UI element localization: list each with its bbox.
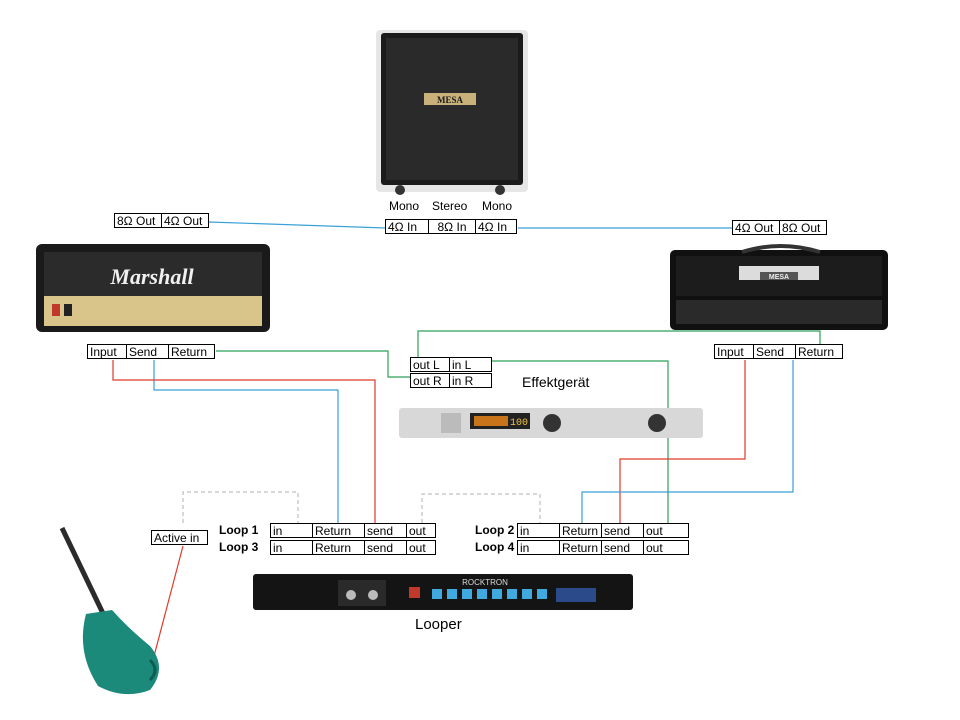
marshall-input-jack[interactable]: Input <box>87 344 127 359</box>
cable-marshall-send <box>153 360 339 523</box>
loop1-return[interactable]: Return <box>312 523 365 538</box>
effects-unit: 100 <box>399 408 703 438</box>
loop4-jacks: in Return send out <box>517 540 689 556</box>
loop1-jacks: in Return send out <box>270 523 436 539</box>
fx-jacks-row2: out R in R <box>410 373 492 389</box>
loop4-send[interactable]: send <box>601 540 644 555</box>
looper-brand: ROCKTRON <box>462 578 508 587</box>
loop1-in[interactable]: in <box>270 523 313 538</box>
fx-in-r-jack[interactable]: in R <box>449 373 492 388</box>
cabinet-channel-mono-left: Mono <box>389 199 420 213</box>
marshall-jacks: Input Send Return <box>87 344 215 360</box>
loop1-out[interactable]: out <box>406 523 436 538</box>
fx-out-r-jack[interactable]: out R <box>410 373 450 388</box>
mesa-jacks: Input Send Return <box>714 344 843 360</box>
active-in-jack-row: Active in <box>151 530 208 546</box>
marshall-logo: Marshall <box>109 264 194 289</box>
marshall-return-jack[interactable]: Return <box>168 344 215 359</box>
looper-unit: ROCKTRON <box>253 574 633 610</box>
mesa-logo: MESA <box>769 274 789 281</box>
marshall-amp: Marshall <box>36 244 270 332</box>
cabinet-input-8ohm[interactable]: 8Ω In <box>428 219 476 234</box>
mesa-send-jack[interactable]: Send <box>753 344 796 359</box>
looper-label: Looper <box>415 616 462 633</box>
cable-mesa-send <box>581 360 794 523</box>
fx-display: 100 <box>510 418 528 429</box>
loop3-in[interactable]: in <box>270 540 313 555</box>
fx-jacks-row1: out L in L <box>410 357 492 373</box>
loop4-out[interactable]: out <box>643 540 689 555</box>
loop1-label: Loop 1 <box>219 523 259 537</box>
loop3-jacks: in Return send out <box>270 540 436 556</box>
dashed-link-right <box>421 493 541 523</box>
mesa-cabinet: MESA <box>376 30 528 195</box>
loop4-return[interactable]: Return <box>559 540 602 555</box>
loop2-jacks: in Return send out <box>517 523 689 539</box>
mesa-input-jack[interactable]: Input <box>714 344 754 359</box>
loop3-label: Loop 3 <box>219 540 259 554</box>
cable-fx-outL <box>417 330 821 357</box>
marshall-out-4ohm[interactable]: 4Ω Out <box>161 213 209 228</box>
loop1-send[interactable]: send <box>364 523 407 538</box>
loop2-in[interactable]: in <box>517 523 560 538</box>
fx-label: Effektgerät <box>522 374 590 390</box>
speaker-cable-marshall <box>208 221 387 229</box>
cabinet-channel-mono-right: Mono <box>482 199 513 213</box>
mesa-out-8ohm[interactable]: 8Ω Out <box>779 220 827 235</box>
guitar <box>59 526 159 695</box>
fx-out-l-jack[interactable]: out L <box>410 357 450 372</box>
cable-guitar <box>152 545 184 661</box>
loop2-label: Loop 2 <box>475 523 515 537</box>
mesa-amp: MESA <box>670 244 888 330</box>
cabinet-channel-stereo: Stereo <box>432 199 468 213</box>
loop4-label: Loop 4 <box>475 540 515 554</box>
cable-marshall-return <box>216 350 412 378</box>
loop3-out[interactable]: out <box>406 540 436 555</box>
loop4-in[interactable]: in <box>517 540 560 555</box>
marshall-speaker-outs: 8Ω Out 4Ω Out <box>114 213 209 229</box>
loop2-out[interactable]: out <box>643 523 689 538</box>
mesa-out-4ohm[interactable]: 4Ω Out <box>732 220 780 235</box>
loop3-return[interactable]: Return <box>312 540 365 555</box>
active-in-jack[interactable]: Active in <box>151 530 208 545</box>
loop3-send[interactable]: send <box>364 540 407 555</box>
mesa-return-jack[interactable]: Return <box>795 344 843 359</box>
cabinet-logo: MESA <box>437 95 464 105</box>
marshall-send-jack[interactable]: Send <box>126 344 169 359</box>
fx-in-l-jack[interactable]: in L <box>449 357 492 372</box>
dashed-link-left <box>182 491 299 523</box>
cable-fx-inL <box>491 360 669 523</box>
cabinet-inputs: 4Ω In 8Ω In 4Ω In <box>385 219 517 235</box>
cabinet-input-4ohm-right[interactable]: 4Ω In <box>475 219 517 234</box>
cabinet-input-4ohm-left[interactable]: 4Ω In <box>385 219 429 234</box>
mesa-speaker-outs: 4Ω Out 8Ω Out <box>732 220 827 236</box>
loop2-send[interactable]: send <box>601 523 644 538</box>
marshall-out-8ohm[interactable]: 8Ω Out <box>114 213 162 228</box>
cable-mesa-input <box>619 360 746 523</box>
cable-marshall-input <box>112 360 376 523</box>
loop2-return[interactable]: Return <box>559 523 602 538</box>
